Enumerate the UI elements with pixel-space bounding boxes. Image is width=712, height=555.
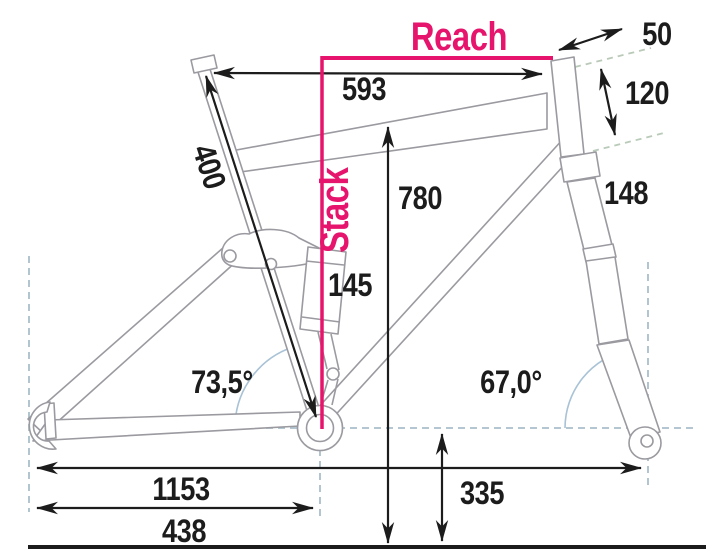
reach-label: Reach (411, 14, 507, 59)
rocker-pivot-left (223, 249, 237, 263)
headtube-top-guide (574, 47, 652, 68)
fork-lower-leg (596, 339, 661, 439)
arrow-top-tube-593 (213, 66, 543, 81)
dim-label-780: 780 (398, 181, 442, 217)
dim-label-148: 148 (604, 176, 648, 212)
arrow-seat-tube-400 (204, 75, 318, 418)
front-axle (640, 434, 654, 448)
stack-label: Stack (312, 167, 357, 253)
frame-drawing (27, 54, 662, 460)
dim-label-593: 593 (342, 72, 386, 108)
seatstay-tube (27, 246, 239, 435)
head-tube (550, 56, 585, 158)
fork-crown (559, 151, 601, 183)
dim-label-335: 335 (460, 476, 504, 512)
shock-link-right (331, 378, 339, 406)
head-angle-label: 67,0° (480, 365, 542, 401)
dim-label-120: 120 (625, 76, 669, 112)
bottom-bracket-inner (305, 413, 335, 443)
reach-stack-lines (320, 56, 553, 429)
dim-label-438: 438 (162, 514, 206, 550)
seatpost-clamp (190, 54, 218, 74)
arrow-head-tube-120 (599, 68, 617, 136)
arrow-stem-50 (558, 27, 623, 52)
headtube-bottom-guide (592, 132, 665, 152)
dim-label-1153: 1153 (152, 472, 209, 508)
shock-clevis-right (330, 333, 340, 371)
chainstay-tube (32, 411, 301, 442)
shock-lower-eye (326, 367, 340, 381)
seat-angle-label: 73,5° (191, 365, 253, 401)
rear-dropout-hook (28, 401, 57, 450)
dim-label-50: 50 (642, 17, 671, 53)
dimension-arrows (36, 27, 642, 544)
fork-mid-tube (585, 256, 629, 345)
dim-label-145: 145 (328, 268, 372, 304)
